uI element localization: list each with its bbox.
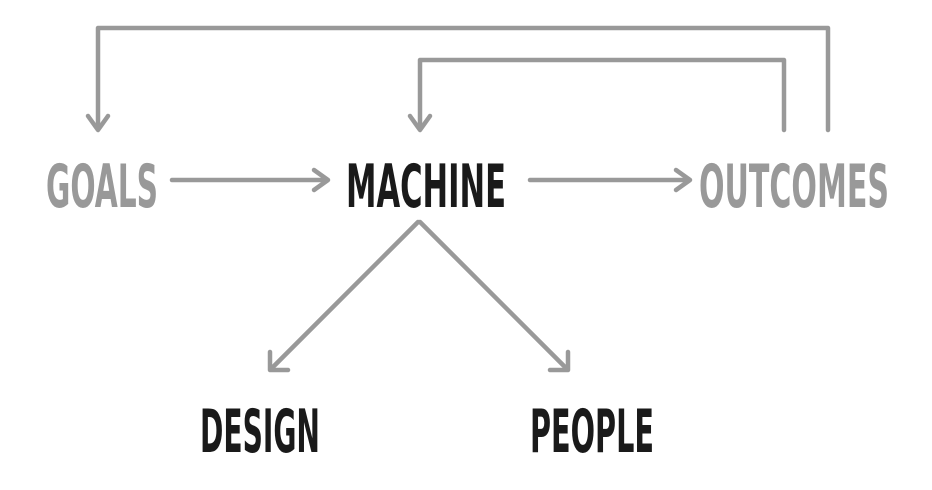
arrowhead-machine-left <box>311 167 331 193</box>
arrowhead-people <box>547 349 571 373</box>
arrowhead-design <box>267 349 291 373</box>
edge-machine-to-people <box>417 219 569 371</box>
arrowhead-goals <box>85 113 111 133</box>
node-machine: MACHINE <box>346 152 506 222</box>
edge-outcomes-to-machine <box>417 57 787 133</box>
arrowhead-outcomes <box>673 167 693 193</box>
node-goals: GOALS <box>46 152 158 222</box>
edge-machine-to-design <box>269 219 421 371</box>
edge-outcomes-to-goals <box>95 25 831 133</box>
node-people: PEOPLE <box>530 397 654 467</box>
arrowhead-machine-top <box>407 113 433 133</box>
node-design: DESIGN <box>200 397 320 467</box>
node-outcomes: OUTCOMES <box>699 152 889 222</box>
